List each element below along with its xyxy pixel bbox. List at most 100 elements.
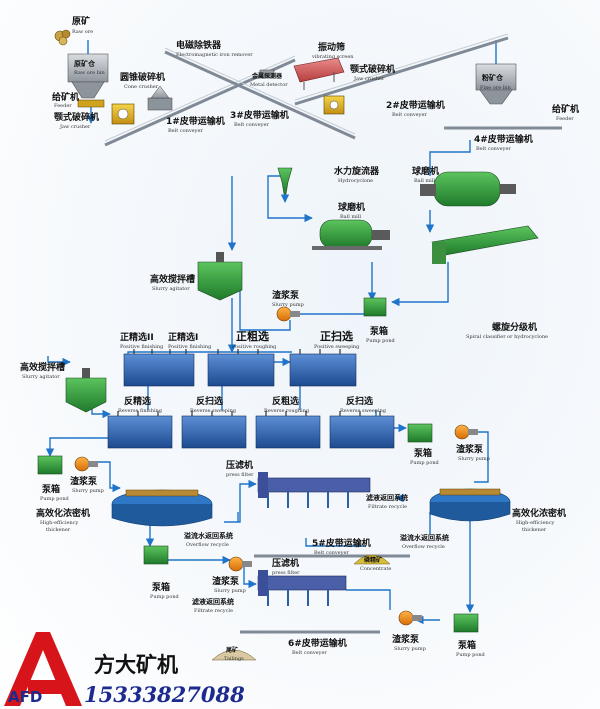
ball-mill-2 xyxy=(420,171,516,207)
label-rev-roughing-en: Reverse roughing xyxy=(264,408,310,414)
label-slurry-pump-2: 渣浆泵 xyxy=(456,443,484,455)
label-overflow-recycle-2-en: Overflow recycle xyxy=(402,544,445,550)
flotation-cell-reverse-sweeping-2 xyxy=(329,411,395,449)
label-vibrating-screen-en: vibrating screen xyxy=(311,54,354,60)
jaw-crusher-2 xyxy=(323,95,345,115)
brand-logo: AFD 方大矿机 15333827088 xyxy=(4,632,245,707)
label-jaw-crusher-2: 颚式破碎机 xyxy=(350,63,395,75)
label-belt-5: 5#皮带运输机 xyxy=(312,537,371,549)
flotation-cell-cleaning-1 xyxy=(207,349,275,387)
label-cleaning-2-en: Positive finishing xyxy=(120,344,164,350)
tailings-pile xyxy=(211,649,257,661)
label-belt-1-en: Belt conveyer xyxy=(168,128,203,134)
label-feeder-1: 给矿机 xyxy=(52,91,79,103)
label-slurry-pump-1: 渣浆泵 xyxy=(272,289,300,301)
label-roughing-en: Positive roughing xyxy=(232,344,277,350)
label-belt-5-en: Belt conveyer xyxy=(314,550,349,556)
label-ball-mill-1: 球磨机 xyxy=(338,201,365,213)
label-rev-cleaning-en: Reverse finishing xyxy=(118,408,163,414)
label-pump-pond-5: 泵箱 xyxy=(458,639,476,651)
label-concentrate: 磷精矿 xyxy=(364,556,382,564)
belt-conveyor-2 xyxy=(294,33,509,106)
label-cleaning-1-en: Positive finishing xyxy=(168,344,212,350)
label-slurry-pump-3-en: Slurry pump xyxy=(72,488,104,494)
label-slurry-pump-3: 渣浆泵 xyxy=(70,475,98,487)
label-raw-ore-en: Raw ore xyxy=(72,29,93,35)
fine-ore-bin xyxy=(475,63,517,105)
label-pump-pond-2: 泵箱 xyxy=(414,447,432,459)
label-hydrocyclone: 水力旋流器 xyxy=(334,165,380,177)
label-slurry-pump-4-en: Slurry pump xyxy=(214,588,246,594)
label-rev-sweeping-2: 反扫选 xyxy=(346,395,373,407)
label-slurry-pump-5: 渣浆泵 xyxy=(392,633,420,645)
label-slurry-agitator-1: 高效搅拌槽 xyxy=(150,273,195,285)
label-iron-remover: 电磁除铁器 xyxy=(176,39,222,51)
thickener-1 xyxy=(111,489,213,527)
label-rev-sweeping-en: Reverse sweeping xyxy=(190,408,237,414)
label-pump-pond-5-en: Pump pond xyxy=(456,652,486,658)
label-concentrate-en: Concentrate xyxy=(360,566,391,572)
label-raw-ore: 原矿 xyxy=(72,15,90,27)
slurry-pump-3 xyxy=(74,456,98,472)
logo-band xyxy=(28,680,64,694)
label-overflow-recycle-2: 溢流水返回系统 xyxy=(400,533,449,542)
label-belt-4: 4#皮带运输机 xyxy=(474,133,533,145)
label-slurry-pump-5-en: Slurry pump xyxy=(394,646,426,652)
label-rev-sweeping-2-en: Reverse sweeping xyxy=(340,408,387,414)
label-belt-6: 6#皮带运输机 xyxy=(288,637,347,649)
pump-pond-3 xyxy=(37,455,63,475)
label-belt-3: 3#皮带运输机 xyxy=(230,109,289,121)
flotation-cell-cleaning-2 xyxy=(123,349,195,387)
ball-mill-1 xyxy=(312,219,390,250)
label-belt-2-en: Belt conveyer xyxy=(392,112,427,118)
label-tailings: 尾矿 xyxy=(225,646,238,654)
label-jaw-crusher-2-en: Jaw crusher xyxy=(353,76,385,82)
raw-ore-bin xyxy=(67,53,109,99)
label-slurry-pump-2-en: Slurry pump xyxy=(458,456,490,462)
label-metal-detector-en: Metal detector xyxy=(250,82,288,88)
label-thickener-2: 高效化浓密机 xyxy=(512,507,566,519)
label-cleaning-2: 正精选II xyxy=(120,331,154,343)
label-cleaning-1: 正精选I xyxy=(168,331,198,343)
label-filtrate-recycle-2: 滤液返回系统 xyxy=(192,597,234,606)
label-slurry-agitator-1-en: Slurry agitator xyxy=(152,286,190,292)
flotation-cell-reverse-roughing xyxy=(255,411,321,449)
logo-text: AFD xyxy=(8,688,42,706)
label-jaw-crusher-1-en: Jaw crusher xyxy=(59,124,91,130)
press-filter-2 xyxy=(257,570,347,606)
metal-detector xyxy=(259,69,275,79)
belt-conveyor-3 xyxy=(164,47,356,140)
label-feeder-2-en: Feeder xyxy=(556,116,574,122)
pipes xyxy=(45,40,501,625)
label-cone-crusher-en: Cone crusher xyxy=(124,84,159,90)
label-thickener-1-en-1: High-efficiency xyxy=(40,520,79,526)
label-press-filter-2-en: press filter xyxy=(272,570,300,576)
label-belt-6-en: Belt conveyer xyxy=(292,650,327,656)
label-thickener-1: 高效化浓密机 xyxy=(36,507,90,519)
label-raw-ore-bin-en: Raw ore bin xyxy=(74,70,105,76)
label-slurry-pump-1-en: Slurry pump xyxy=(272,302,304,308)
label-thickener-2-en-2: thickener xyxy=(522,527,547,533)
concentrate-pile xyxy=(353,554,391,565)
pump-pond-4 xyxy=(143,545,169,565)
label-hydrocyclone-en: Hydrocyclone xyxy=(338,178,373,184)
label-feeder-2: 给矿机 xyxy=(552,103,579,115)
label-overflow-recycle-1: 溢流水返回系统 xyxy=(184,531,233,540)
label-filtrate-recycle-1: 滤液返回系统 xyxy=(366,493,408,502)
thickener-2 xyxy=(429,488,511,522)
label-pump-pond-1-en: Pump pond xyxy=(366,338,396,344)
label-press-filter-1-en: press filter xyxy=(226,472,254,478)
label-ball-mill-2-en: Ball mill xyxy=(414,178,435,184)
label-rev-roughing: 反粗选 xyxy=(272,395,299,407)
slurry-agitator-2 xyxy=(65,368,107,413)
label-ball-mill-2: 球磨机 xyxy=(412,165,439,177)
flotation-cell-reverse-sweeping xyxy=(181,411,247,449)
labels: 原矿 Raw ore 原矿仓 Raw ore bin 给矿机 Feeder 颚式… xyxy=(20,15,579,662)
label-belt-4-en: Belt conveyer xyxy=(476,146,511,152)
label-press-filter-1: 压滤机 xyxy=(226,459,253,471)
label-spiral-classifier-en: Spiral classifier or hydrocyclone xyxy=(466,334,548,340)
pump-pond-2 xyxy=(407,423,433,443)
flotation-cell-roughing xyxy=(289,349,357,387)
label-vibrating-screen: 振动筛 xyxy=(318,41,345,53)
